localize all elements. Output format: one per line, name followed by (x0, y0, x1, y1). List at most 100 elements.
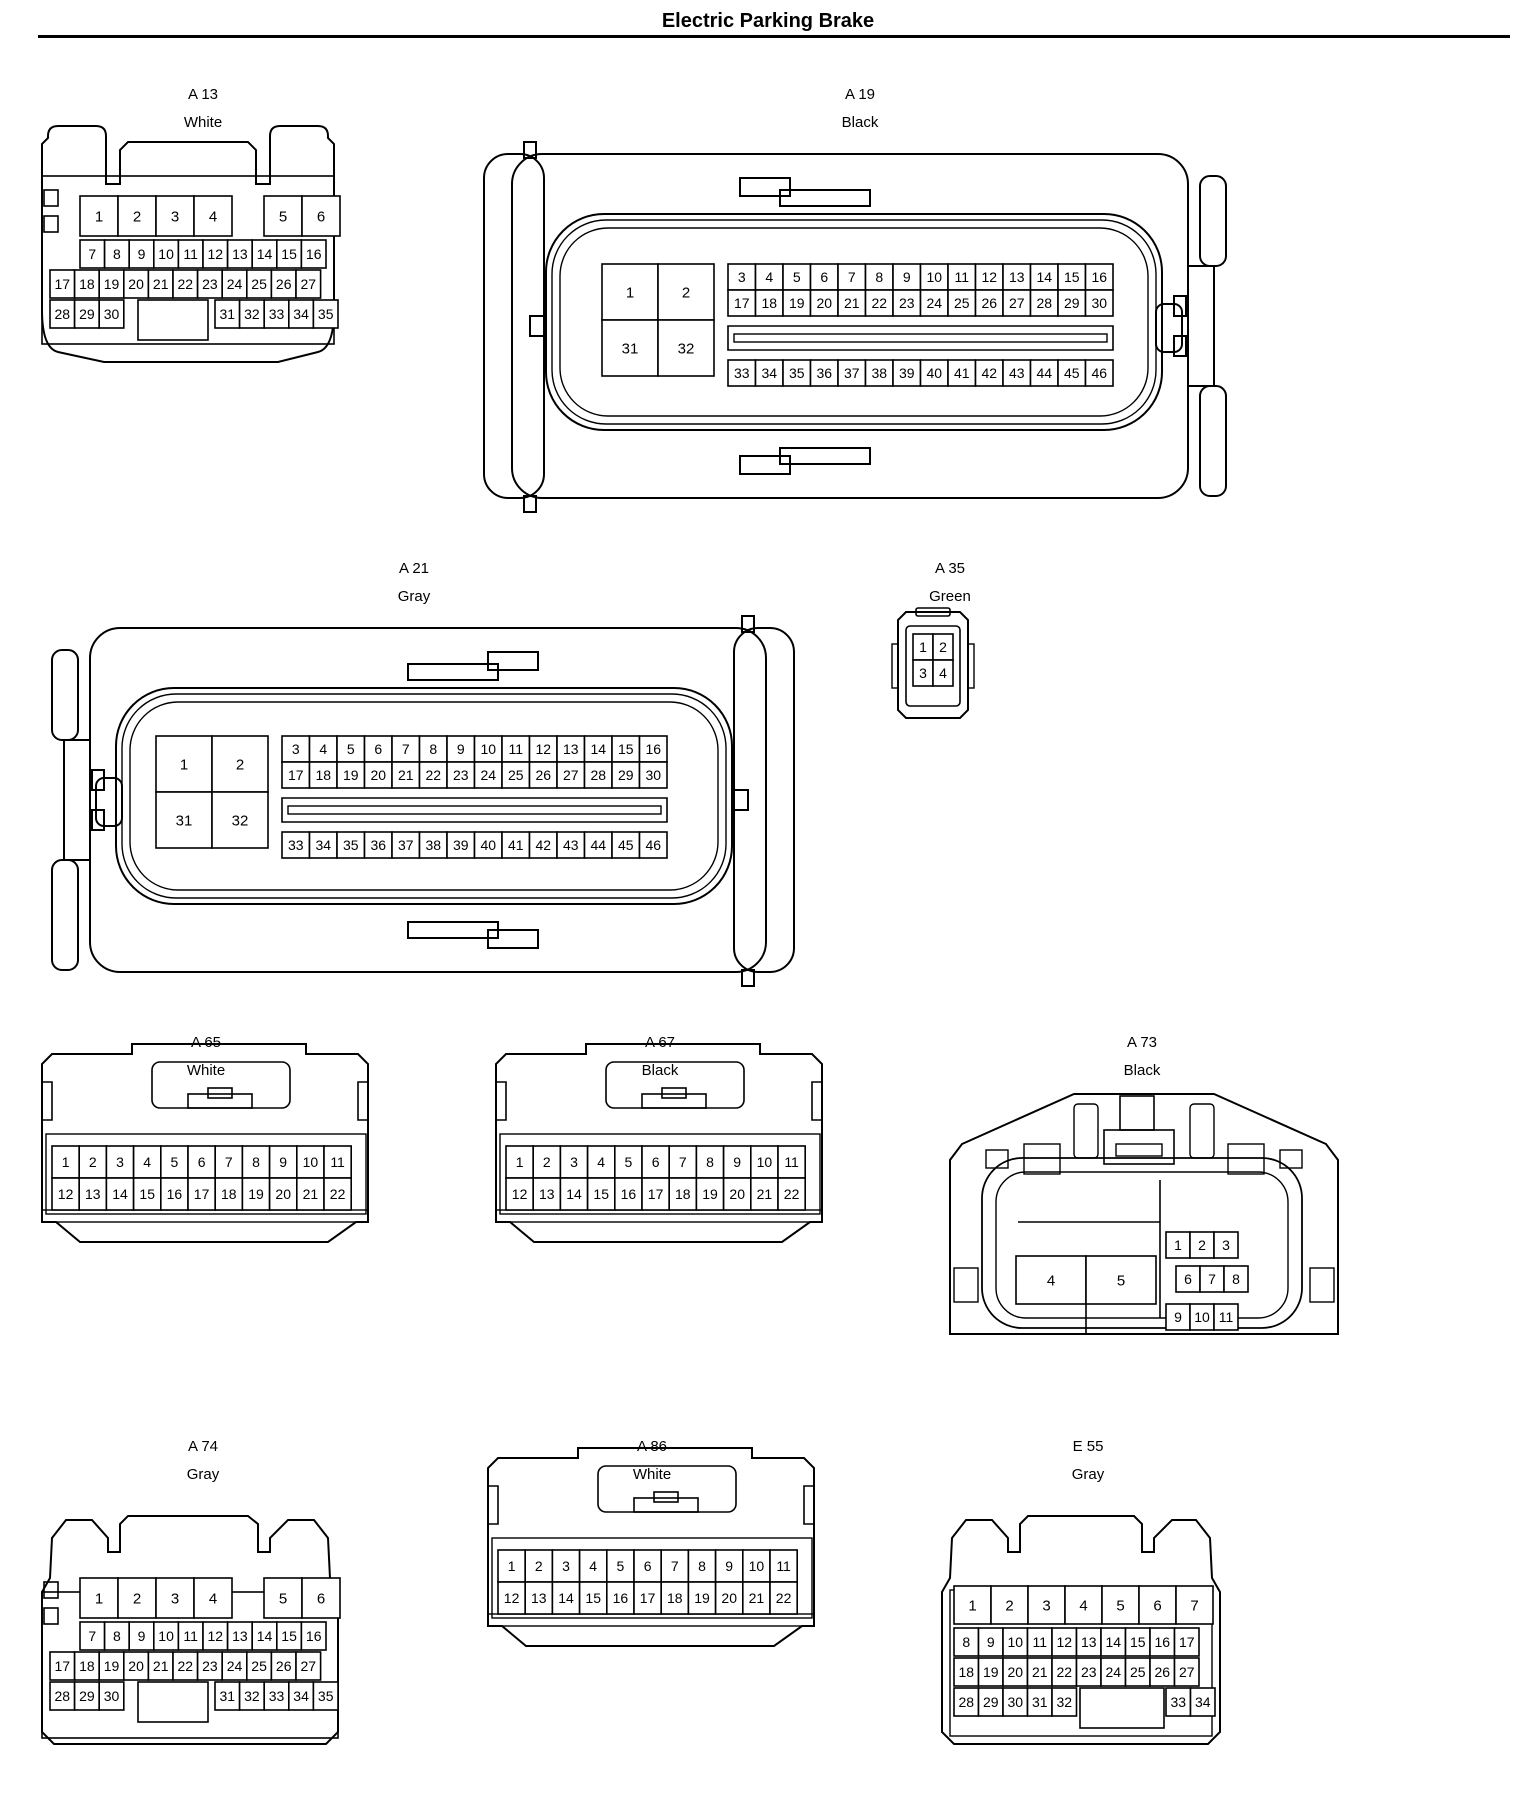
pin-cell (614, 1177, 643, 1211)
pin-cell (1002, 359, 1032, 387)
pin-cell (1213, 1231, 1239, 1259)
pin-number: 25 (508, 767, 524, 783)
pin-number: 19 (983, 1664, 999, 1680)
pin-number: 35 (318, 306, 334, 322)
pin-number: 17 (648, 1186, 664, 1202)
pin-number: 4 (1047, 1272, 1055, 1289)
pin-number: 4 (597, 1154, 605, 1170)
pin-cell (312, 299, 339, 329)
connector-outline (1073, 1103, 1099, 1159)
pin-number: 5 (617, 1558, 625, 1574)
pin-number: 24 (1105, 1664, 1121, 1680)
pin-number: 10 (1007, 1634, 1023, 1650)
connector-outline (42, 1081, 368, 1121)
connector-a19-color: Black (841, 114, 879, 131)
pin-cell (947, 289, 977, 317)
pin-number: 13 (232, 1628, 248, 1644)
pin-number: 1 (516, 1154, 524, 1170)
pin-number: 3 (171, 208, 179, 225)
pin-cell (214, 1681, 241, 1711)
pin-number: 15 (281, 246, 297, 262)
pin-cell (668, 1177, 698, 1211)
connector-a73-id: A 73 (1126, 1034, 1158, 1051)
pin-cell (919, 289, 949, 317)
connector-outline (487, 651, 539, 671)
pin-number: 7 (402, 741, 410, 757)
pin-number: 4 (209, 1590, 217, 1607)
pin-number: 32 (678, 340, 695, 357)
pin-number: 32 (1056, 1694, 1072, 1710)
pin-cell (246, 1651, 273, 1681)
connector-a21-id: A 21 (398, 560, 430, 577)
pin-cell (147, 1651, 174, 1681)
connector-outline (1079, 1687, 1165, 1729)
connector-outline (115, 687, 733, 905)
pin-cell (363, 761, 393, 789)
pin-number: 32 (244, 1688, 260, 1704)
connector-outline (137, 299, 209, 341)
pin-cell (501, 761, 531, 789)
pin-number: 11 (954, 269, 969, 285)
pin-cell (211, 791, 269, 849)
pin-number: 1 (919, 639, 927, 655)
pin-number: 41 (508, 837, 524, 853)
connector-outline (995, 1171, 1289, 1319)
pin-cell (105, 1177, 135, 1211)
pin-number: 27 (1009, 295, 1025, 311)
pin-cell (611, 735, 641, 763)
pin-number: 3 (738, 269, 746, 285)
pin-number: 9 (1174, 1309, 1182, 1325)
pin-cell (276, 1621, 303, 1651)
pin-number: 1 (95, 208, 103, 225)
pin-number: 25 (251, 276, 267, 292)
pin-number: 11 (776, 1558, 791, 1574)
pin-number: 36 (370, 837, 386, 853)
pin-number: 33 (288, 837, 304, 853)
pin-number: 30 (104, 306, 120, 322)
pin-cell (98, 299, 125, 329)
pin-number: 22 (871, 295, 887, 311)
pin-number: 12 (981, 269, 997, 285)
connector-outline (495, 1209, 823, 1223)
pin-cell (769, 1581, 799, 1615)
connector-outline (91, 769, 105, 791)
pin-number: 10 (158, 1628, 174, 1644)
pin-cell (1173, 1657, 1200, 1687)
connector-outline (487, 1447, 815, 1647)
pin-number: 28 (55, 306, 71, 322)
pin-number: 20 (128, 276, 144, 292)
pin-number: 7 (671, 1558, 679, 1574)
pin-number: 19 (694, 1590, 710, 1606)
pin-cell (1084, 359, 1114, 387)
pin-number: 22 (425, 767, 441, 783)
pin-cell (1015, 1255, 1087, 1305)
pin-number: 38 (871, 365, 887, 381)
pin-number: 1 (1174, 1237, 1182, 1253)
pin-cell (953, 1627, 980, 1657)
connector-outline (43, 1607, 59, 1625)
pin-number: 30 (104, 1688, 120, 1704)
pin-number: 20 (816, 295, 832, 311)
pin-number: 16 (1091, 269, 1107, 285)
pin-number: 9 (279, 1154, 287, 1170)
pin-cell (128, 1621, 155, 1651)
pin-number: 15 (1064, 269, 1080, 285)
connector-outline (597, 1465, 737, 1513)
pin-cell (1165, 1303, 1191, 1331)
pin-cell (977, 1627, 1004, 1657)
pin-number: 11 (508, 741, 523, 757)
pin-cell (1002, 289, 1032, 317)
pin-cell (391, 761, 421, 789)
pin-number: 6 (652, 1154, 660, 1170)
pin-number: 21 (749, 1590, 765, 1606)
connector-outline (1119, 1095, 1155, 1131)
pin-number: 11 (1219, 1309, 1234, 1325)
pin-cell (1173, 1627, 1200, 1657)
connector-outline (1115, 1143, 1163, 1157)
pin-cell (98, 1681, 125, 1711)
pin-number: 2 (682, 284, 690, 301)
pin-number: 19 (248, 1186, 264, 1202)
pin-cell (809, 359, 839, 387)
pin-number: 42 (981, 365, 997, 381)
